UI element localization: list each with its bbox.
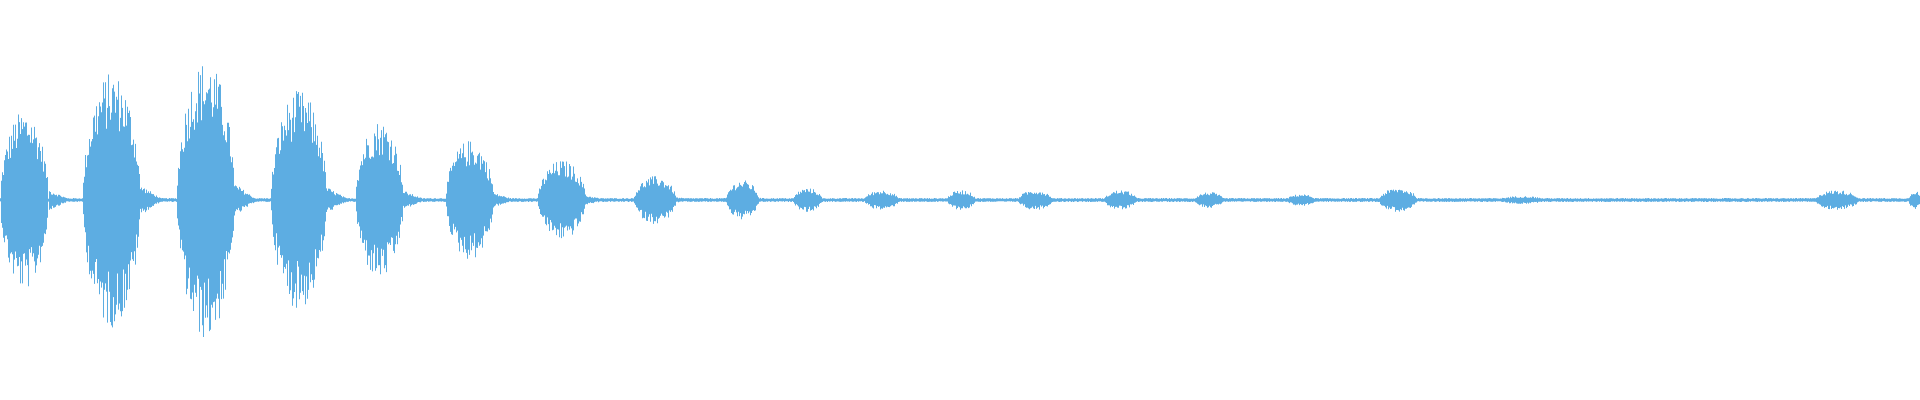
waveform-bars <box>0 66 1920 337</box>
